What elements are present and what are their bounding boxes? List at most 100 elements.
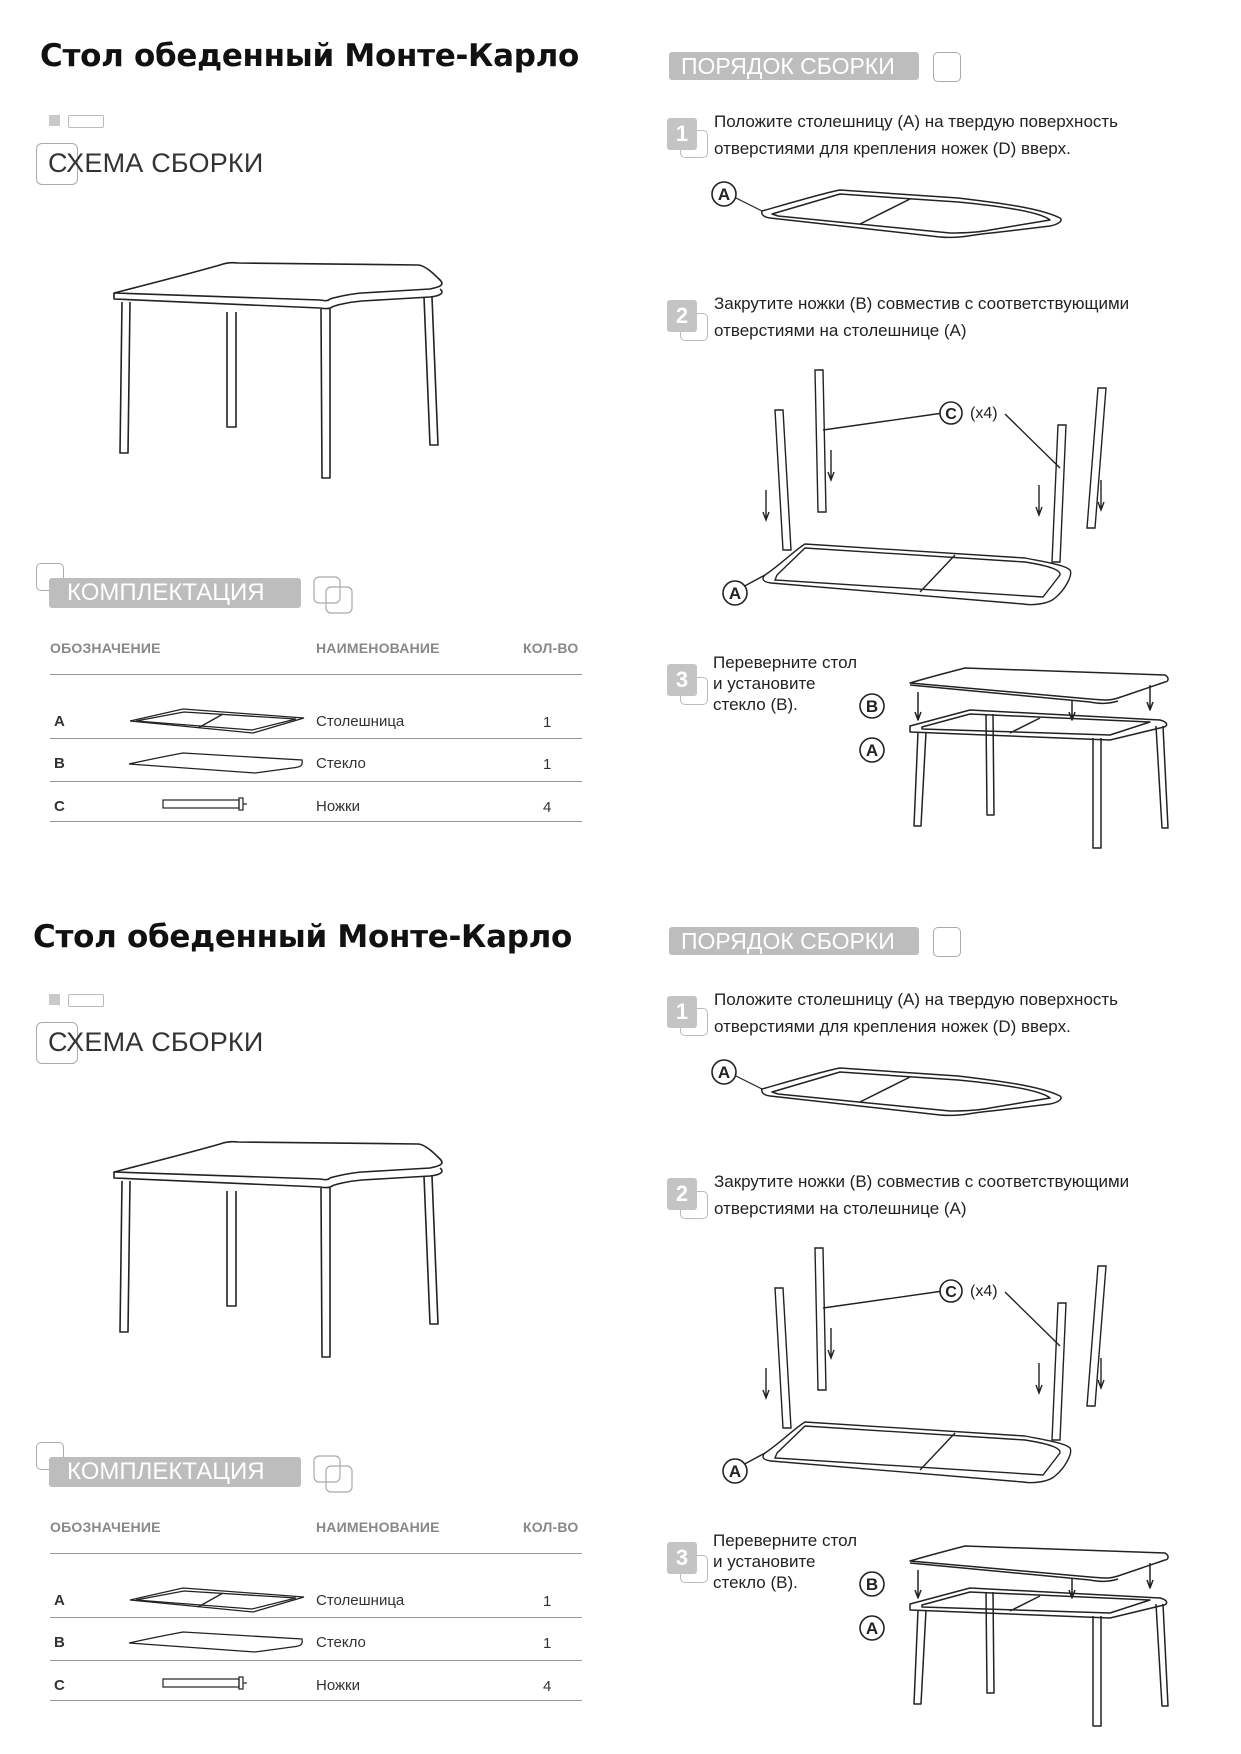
assembled-table-drawing	[113, 1140, 443, 1358]
step-text-line: и установите	[713, 674, 816, 693]
table-row: B Стекло 1	[0, 1631, 600, 1674]
step-text-line: стекло (В).	[713, 1573, 798, 1592]
kit-header-qty: КОЛ-ВО	[523, 640, 579, 656]
part-name: Стекло	[316, 1634, 366, 1651]
step-text: Переверните стол и установите стекло (В)…	[713, 1530, 857, 1593]
part-code: C	[54, 798, 65, 815]
kit-header-code: ОБОЗНАЧЕНИЕ	[50, 1519, 161, 1535]
kit-header-name: НАИМЕНОВАНИЕ	[316, 640, 440, 656]
divider	[50, 781, 582, 782]
part-label-a: A	[729, 1462, 741, 1481]
step-number: 2	[667, 300, 697, 332]
part-label-a: A	[729, 584, 741, 603]
part-label-b-circle	[859, 693, 885, 719]
table-row: C Ножки 4	[0, 797, 600, 838]
scheme-title: СХЕМА СБОРКИ	[48, 1027, 264, 1057]
decorative-frame	[933, 927, 961, 957]
step-text: Закрутите ножки (В) совместив с соответс…	[714, 1168, 1129, 1222]
part-name: Ножки	[316, 798, 360, 815]
step-text: Положите столешницу (А) на твердую повер…	[714, 986, 1118, 1040]
part-qty: 4	[543, 799, 552, 816]
part-qty: 4	[543, 1678, 552, 1695]
step-number: 3	[667, 664, 697, 696]
step-text-line: стекло (В).	[713, 695, 798, 714]
step-number: 3	[667, 1542, 697, 1574]
order-title: ПОРЯДОК СБОРКИ	[681, 928, 895, 954]
divider	[50, 738, 582, 739]
divider	[50, 1617, 582, 1618]
glass-panel-icon	[128, 752, 303, 774]
part-name: Столешница	[316, 1592, 405, 1609]
order-banner	[669, 927, 919, 955]
table-row: A Столешница 1	[0, 1587, 600, 1632]
part-label-a: A	[866, 741, 878, 760]
decorative-frame	[36, 1022, 78, 1064]
part-qty: 1	[543, 1593, 552, 1610]
step-text-line: Положите столешницу (А) на твердую повер…	[714, 112, 1119, 131]
kit-header-code: ОБОЗНАЧЕНИЕ	[50, 640, 161, 656]
part-label-a: A	[866, 1619, 878, 1638]
kit-title: КОМПЛЕКТАЦИЯ	[67, 579, 265, 606]
part-name: Столешница	[316, 713, 405, 730]
part-label-a: A	[718, 185, 730, 204]
part-code: B	[54, 1634, 65, 1651]
order-banner	[669, 52, 919, 80]
part-qty: 1	[543, 1635, 552, 1652]
step-text-line: отверстиями на столешнице (А)	[714, 1199, 967, 1218]
part-label-c-circle	[939, 1279, 963, 1303]
part-label-c-circle	[939, 401, 963, 425]
part-code: B	[54, 755, 65, 772]
tabletop-frame-icon	[129, 1587, 305, 1613]
overlap-squares-icon	[313, 1455, 353, 1493]
step-text-line: отверстиями на столешнице (А)	[714, 321, 967, 340]
part-label-a-circle	[859, 737, 885, 763]
step1-tabletop-drawing: A	[711, 181, 1062, 239]
part-label-c: C	[945, 1284, 957, 1301]
step-text-line: Положите столешницу (А) на твердую повер…	[714, 990, 1119, 1009]
divider	[50, 821, 582, 822]
step-text: Положите столешницу (А) на твердую повер…	[714, 108, 1118, 162]
instruction-sheet-1: Стол обеденный Монте-Карло СХЕМА СБОРКИ …	[0, 38, 1169, 849]
part-label-a: A	[718, 1063, 730, 1082]
step2-legs-drawing: C (x4) A	[722, 1247, 1107, 1484]
step-text-line: отверстиями для крепления ножек (D) ввер…	[714, 1017, 1071, 1036]
part-code: A	[54, 1592, 65, 1609]
part-label-c: C	[945, 406, 957, 423]
step-text: Переверните стол и установите стекло (В)…	[713, 652, 857, 715]
document-title: Стол обеденный Монте-Карло	[40, 38, 579, 74]
kit-header-name: НАИМЕНОВАНИЕ	[316, 1519, 440, 1535]
part-code: A	[54, 713, 65, 730]
assembled-table-drawing	[113, 261, 443, 479]
document-title: Стол обеденный Монте-Карло	[33, 919, 572, 955]
part-label-b: B	[866, 697, 878, 716]
step-number: 1	[667, 996, 697, 1028]
part-label-a-circle	[722, 580, 748, 606]
part-label-c-qty: (x4)	[970, 1283, 998, 1300]
part-code: C	[54, 1677, 65, 1694]
table-leg-icon	[162, 1676, 247, 1690]
step-text-line: Закрутите ножки (В) совместив с соответс…	[714, 1172, 1130, 1191]
step2-legs-drawing: C (x4) A	[722, 369, 1107, 606]
divider	[50, 1660, 582, 1661]
table-row: B Стекло 1	[0, 752, 600, 795]
divider	[50, 1700, 582, 1701]
tabletop-frame-icon	[129, 708, 305, 734]
kit-title: КОМПЛЕКТАЦИЯ	[67, 1458, 265, 1485]
divider	[50, 1553, 582, 1554]
part-qty: 1	[543, 756, 552, 773]
part-label-b: B	[866, 1575, 878, 1594]
part-label-a-circle	[711, 181, 737, 207]
step-text-line: и установите	[713, 1552, 816, 1571]
decorative-frame	[36, 143, 78, 185]
step-text-line: Переверните стол	[713, 653, 858, 672]
glass-panel-icon	[128, 1631, 303, 1653]
part-label-a-circle	[722, 1458, 748, 1484]
part-name: Ножки	[316, 1677, 360, 1694]
step3-glass-drawing: B A	[859, 1545, 1169, 1727]
instruction-sheet-2: Стол обеденный Монте-Карло СХЕМА СБОРКИ …	[0, 877, 1241, 1754]
scheme-title: СХЕМА СБОРКИ	[48, 148, 264, 178]
table-row: C Ножки 4	[0, 1676, 600, 1717]
part-label-c-qty: (x4)	[970, 405, 998, 422]
step-text-line: Закрутите ножки (В) совместив с соответс…	[714, 294, 1130, 313]
overlap-squares-icon	[313, 576, 353, 614]
